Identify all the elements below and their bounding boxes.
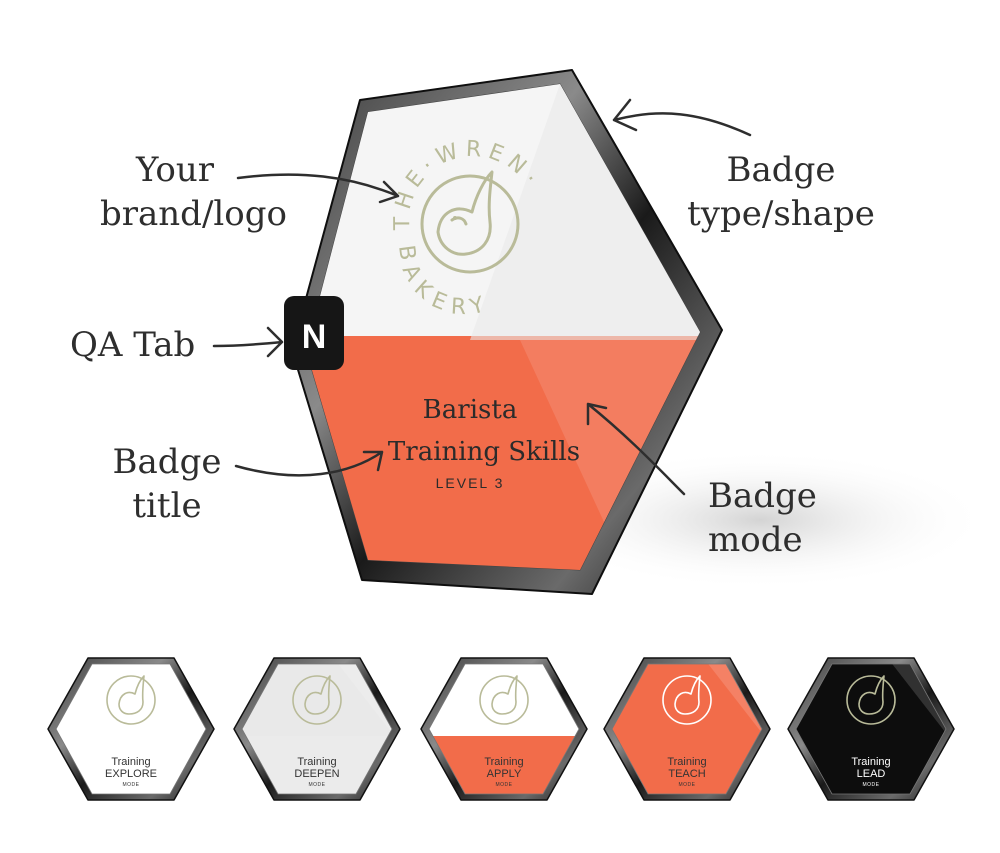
mode-logo-ring bbox=[662, 675, 712, 725]
callout-mode: Badge mode bbox=[708, 476, 817, 560]
bird-icon bbox=[674, 675, 701, 715]
qa-tab-glyph: N bbox=[302, 318, 327, 356]
mode-title: Training bbox=[297, 756, 337, 768]
badge-title-line2: Training Skills bbox=[388, 437, 580, 467]
mode-name: EXPLORE bbox=[105, 768, 157, 780]
mode-name: DEEPEN bbox=[294, 768, 340, 780]
callout-qa: QA Tab bbox=[70, 325, 196, 365]
mode-label: MODE bbox=[122, 782, 140, 788]
arrow-mode bbox=[586, 402, 686, 496]
mode-logo-ring bbox=[106, 675, 156, 725]
bird-icon bbox=[491, 675, 518, 715]
callout-type: Badge type/shape bbox=[687, 150, 875, 234]
badge-level: LEVEL 3 bbox=[436, 475, 505, 491]
wren-bakery-logo bbox=[420, 170, 520, 274]
mode-label: MODE bbox=[678, 782, 696, 788]
mode-label: MODE bbox=[862, 782, 880, 788]
mode-label: MODE bbox=[495, 782, 513, 788]
mode-title: Training bbox=[851, 756, 891, 768]
svg-text:THE·WREN·: THE·WREN· bbox=[390, 137, 545, 231]
bird-icon bbox=[858, 675, 885, 715]
badge-title-line1: Barista bbox=[423, 395, 518, 425]
mode-name: TEACH bbox=[668, 768, 706, 780]
mode-name: APPLY bbox=[486, 768, 522, 780]
bird-icon bbox=[118, 675, 145, 715]
arrow-title bbox=[234, 450, 384, 477]
mode-title: Training bbox=[484, 756, 524, 768]
mode-logo-ring bbox=[292, 675, 342, 725]
arrow-brand bbox=[236, 173, 400, 204]
mode-logo-ring bbox=[846, 675, 896, 725]
bird-icon bbox=[304, 675, 331, 715]
callout-brand: Your brand/logo bbox=[100, 150, 287, 234]
qa-tab bbox=[284, 296, 344, 370]
mode-name: LEAD bbox=[856, 768, 886, 780]
svg-text:BAKERY: BAKERY bbox=[393, 244, 495, 321]
arrow-qa bbox=[212, 326, 284, 358]
mode-logo-ring bbox=[479, 675, 529, 725]
mode-title: Training bbox=[667, 756, 707, 768]
logo-bottom-text: BAKERY bbox=[393, 244, 487, 321]
mode-title: Training bbox=[111, 756, 151, 768]
mode-label: MODE bbox=[308, 782, 326, 788]
callout-title: Badge title bbox=[112, 442, 222, 526]
logo-top-text: THE·WREN· bbox=[390, 137, 539, 231]
arrow-type bbox=[612, 98, 752, 137]
